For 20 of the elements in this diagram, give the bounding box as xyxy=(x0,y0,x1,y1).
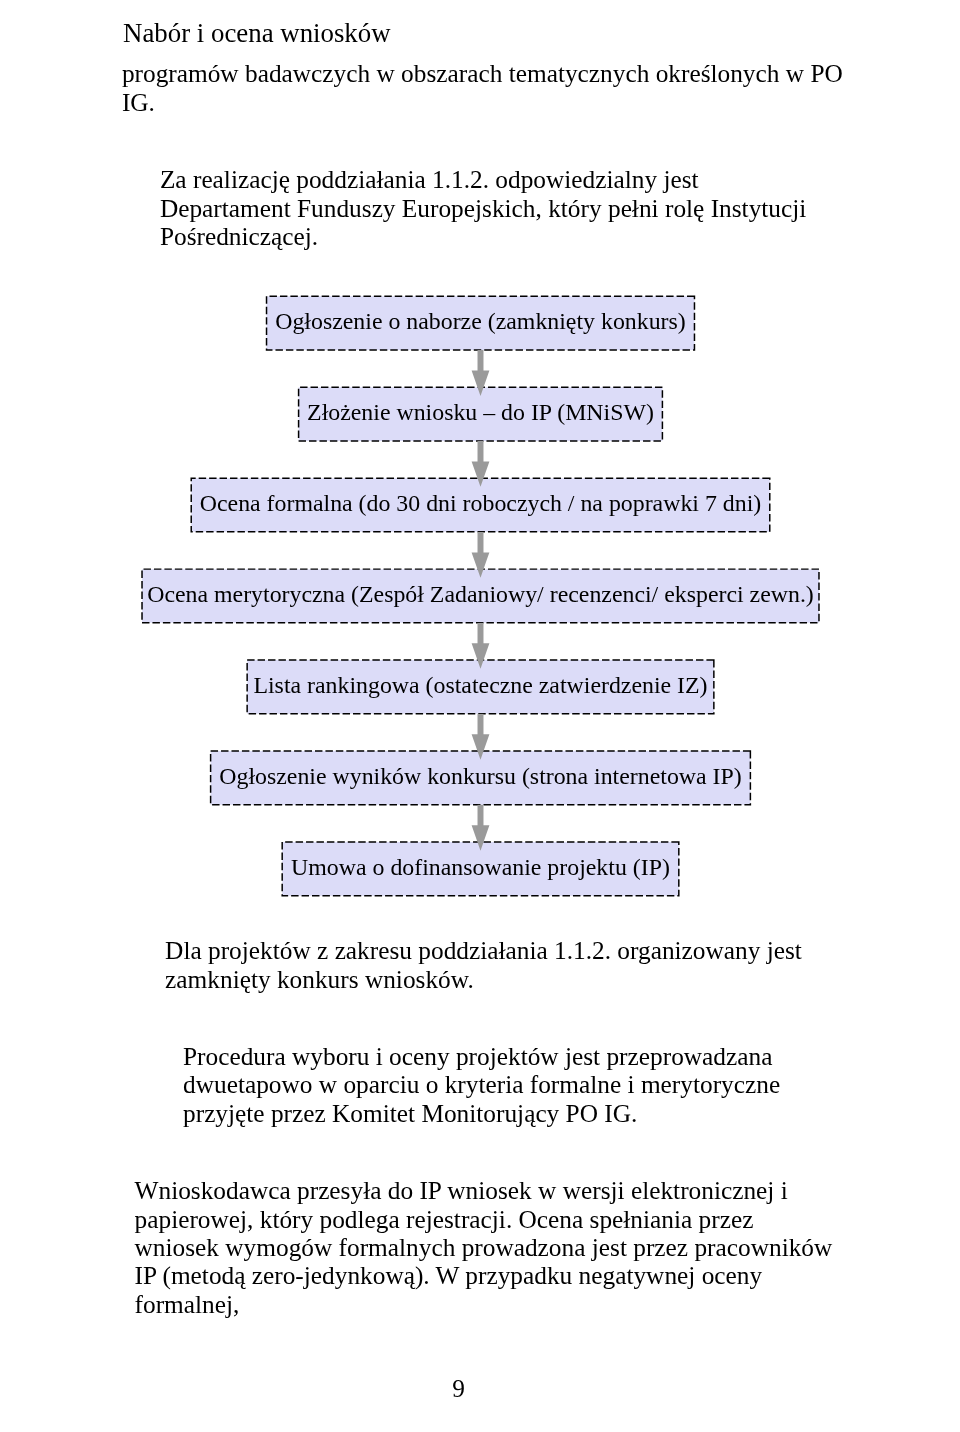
label: Dla projektów z zakresu poddziałania 1.1.2. organizowany jest zamknięty konkurs wniosków. xyxy=(164,936,802,993)
node-box: Ogłoszenie o naborze (zamknięty konkurs) xyxy=(265,295,695,351)
node-box: Złożenie wniosku – do IP (MNiSW) xyxy=(297,386,663,442)
diagram-title: Nabór i ocena wniosków xyxy=(122,17,391,48)
node-box: Umowa o dofinansowanie projektu (IP) xyxy=(280,841,680,897)
arrow xyxy=(471,350,489,396)
label: programów badawczych w obszarach tematycznych określonych w PO IG. xyxy=(121,59,843,116)
arrow xyxy=(471,531,489,578)
label: Wnioskodawca przesyła do IP wniosek w wersji elektronicznej i papierowej, który podlega rejestracji. Ocena spełniania przez wniosek wymogów formalnych prowadzona jest przez pracowników IP (metodą zero-jedynkową). W przypadku negatywnej oceny formalnej, xyxy=(134,1176,832,1318)
node-box: Ocena formalna (do 30 dni roboczych / na poprawki 7 dni) xyxy=(190,477,770,533)
arrow xyxy=(471,804,489,851)
arrow xyxy=(471,622,489,669)
node-box: Ocena merytoryczna (Zespół Zadaniowy/ recenzenci/ eksperci zewn.) xyxy=(140,568,820,624)
arrow xyxy=(471,713,489,760)
label: Procedura wyboru i oceny projektów jest przeprowadzana dwuetapowo w oparciu o kryteria formalne i merytoryczne przyjęte przez Komitet Monitorujący PO IG. xyxy=(182,1042,780,1127)
label: 9 xyxy=(451,1373,465,1402)
arrow xyxy=(471,441,489,487)
label: Za realizację poddziałania 1.1.2. odpowiedzialny jest Departament Funduszy Europejskich, który pełni rolę Instytucji Pośredniczącej. xyxy=(159,165,806,250)
node-box: Ogłoszenie wyników konkursu (strona internetowa IP) xyxy=(209,750,751,806)
node-box: Lista rankingowa (ostateczne zatwierdzenie IZ) xyxy=(245,659,715,715)
